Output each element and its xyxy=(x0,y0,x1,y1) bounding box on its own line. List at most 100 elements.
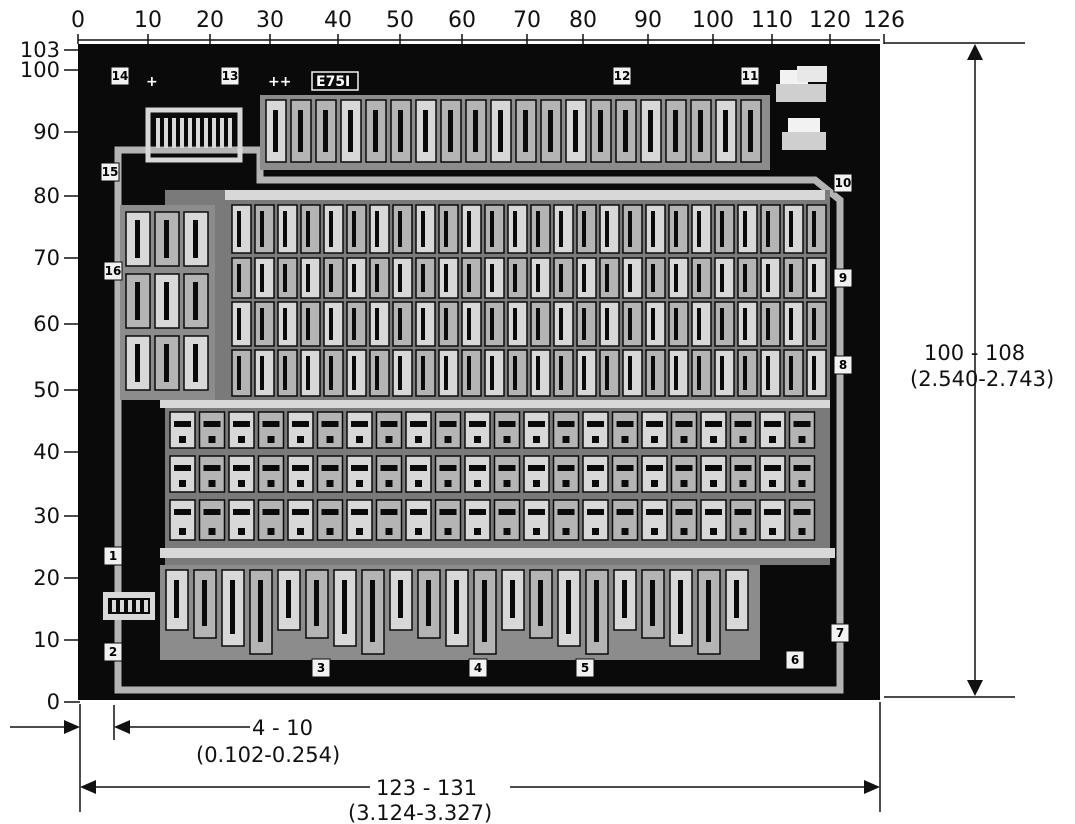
x-tick-label: 10 xyxy=(134,8,162,33)
y-tick-label: 30 xyxy=(33,504,60,528)
cell-contact xyxy=(710,528,717,535)
array-cell xyxy=(737,204,758,254)
cell-gate xyxy=(375,308,379,340)
x-tick-label: 90 xyxy=(634,8,662,33)
cell-contact xyxy=(592,480,599,487)
cell-contact xyxy=(439,421,457,427)
bond-pad xyxy=(103,546,123,566)
array-cell xyxy=(645,204,666,254)
array-cell xyxy=(323,349,344,397)
cell-contact xyxy=(557,465,575,471)
cell-contact xyxy=(498,421,516,427)
cell-contact xyxy=(675,465,693,471)
y-tick-label: 10 xyxy=(33,628,60,652)
array-cell xyxy=(530,349,551,397)
array-cell xyxy=(346,257,367,299)
array-cell xyxy=(691,301,712,347)
array-cell xyxy=(576,257,597,299)
cell-contact xyxy=(769,528,776,535)
bottom-cell-gate xyxy=(314,580,319,626)
comb-finger xyxy=(164,118,168,148)
cell-contact xyxy=(528,421,545,427)
top-cell-gate xyxy=(598,110,603,152)
cell-contact xyxy=(444,436,452,443)
x-tick-label: 50 xyxy=(386,8,414,33)
array-cell xyxy=(760,204,781,254)
cell-gate xyxy=(720,264,724,292)
cell-gate xyxy=(421,211,425,247)
array-cell xyxy=(783,204,804,254)
array-cell xyxy=(622,349,643,397)
array-cell xyxy=(530,204,551,254)
bond-pad-label: 14 xyxy=(112,69,129,83)
array-cell xyxy=(254,204,275,254)
cell-contact xyxy=(798,436,806,443)
cell-gate xyxy=(398,356,402,390)
cell-contact xyxy=(356,436,363,443)
cell-contact xyxy=(233,421,250,427)
bond-pad xyxy=(740,66,760,86)
cell-gate xyxy=(444,264,448,292)
cell-contact xyxy=(651,480,658,487)
comb-finger xyxy=(180,118,184,148)
top-cell-gate xyxy=(723,110,728,152)
cell-gate xyxy=(398,308,402,340)
cell-contact xyxy=(203,509,221,515)
width-mils-label: 123 - 131 xyxy=(376,776,477,800)
cell-gate xyxy=(697,308,701,340)
array-cell xyxy=(553,257,574,299)
cell-gate xyxy=(467,308,471,340)
x-tick-label: 20 xyxy=(196,8,224,33)
cell-gate xyxy=(283,264,287,292)
array-cell xyxy=(645,301,666,347)
die-mark-plus: + xyxy=(146,74,158,90)
cell-contact xyxy=(533,436,540,443)
top-cell-gate xyxy=(448,110,453,152)
cell-contact xyxy=(415,480,422,487)
cell-gate xyxy=(260,356,264,390)
bond-pad xyxy=(833,355,853,375)
bond-pad xyxy=(103,261,123,281)
height-dimension: 100 - 108 (2.540-2.743) xyxy=(884,42,1054,698)
cell-gate xyxy=(329,308,333,340)
left-cell-gate xyxy=(193,282,198,320)
top-cell-gate xyxy=(373,110,378,152)
cell-contact xyxy=(498,509,516,515)
cell-contact xyxy=(621,436,629,443)
cell-contact xyxy=(675,421,693,427)
array-cell xyxy=(323,301,344,347)
array-cell xyxy=(484,204,505,254)
array-cell xyxy=(300,349,321,397)
array-cell xyxy=(461,301,482,347)
bottom-cell-gate xyxy=(510,580,515,618)
array-cell xyxy=(438,257,459,299)
array-cell xyxy=(369,204,390,254)
left-cell-gate xyxy=(135,220,140,258)
bond-pad-label: 15 xyxy=(102,165,119,179)
top-cell-gate xyxy=(298,110,303,152)
cell-gate xyxy=(237,356,241,390)
array-cell xyxy=(552,411,580,449)
array-cell xyxy=(484,301,505,347)
cell-gate xyxy=(306,211,310,247)
cell-gate xyxy=(697,356,701,390)
cell-gate xyxy=(559,356,563,390)
cell-gate xyxy=(398,264,402,292)
pad-offset-mils-label: 4 - 10 xyxy=(252,716,313,740)
cell-gate xyxy=(651,264,655,292)
y-tick-label: 103 xyxy=(20,38,60,62)
top-cell-gate xyxy=(398,110,403,152)
cell-contact xyxy=(705,465,722,471)
cell-contact xyxy=(321,509,339,515)
array-cell xyxy=(576,349,597,397)
cell-contact xyxy=(469,421,486,427)
array-cell xyxy=(530,301,551,347)
cell-gate xyxy=(283,308,287,340)
cell-contact xyxy=(238,436,245,443)
bond-pad xyxy=(100,162,120,182)
array-cell xyxy=(507,257,528,299)
array-cell xyxy=(415,204,436,254)
cell-gate xyxy=(582,211,586,247)
